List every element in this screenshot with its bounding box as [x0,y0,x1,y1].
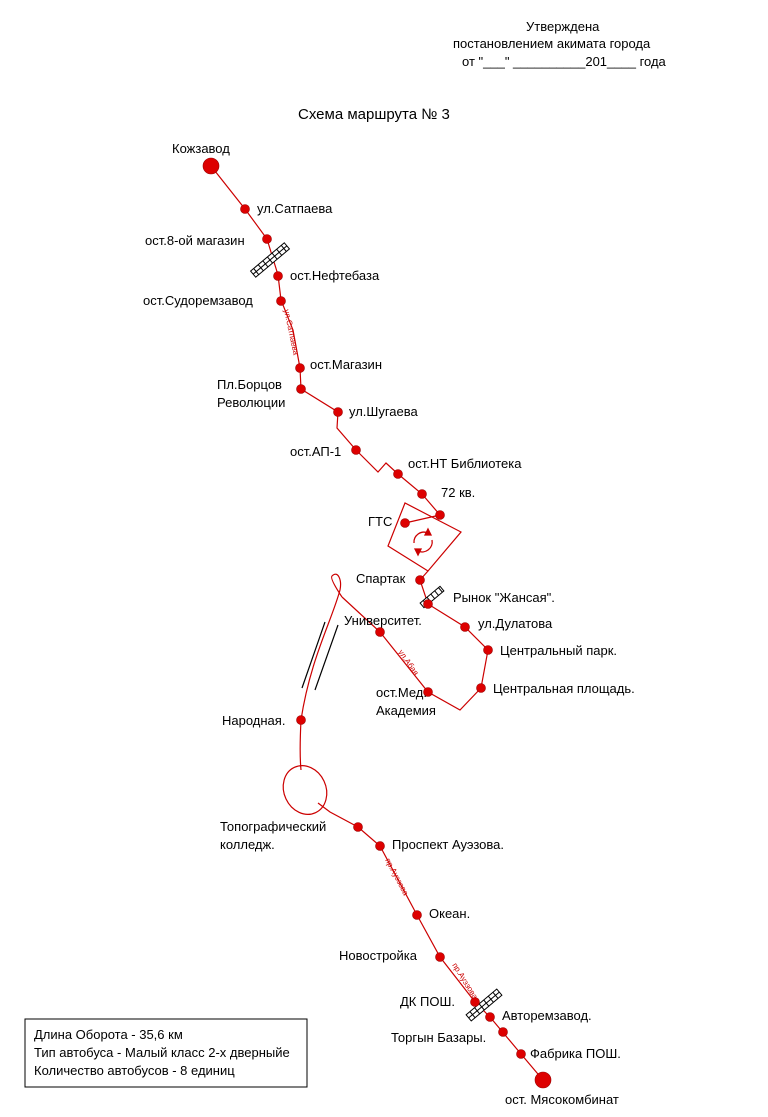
label-neftebaza: ост.Нефтебаза [290,268,380,283]
label-topo-2: колледж. [220,837,275,852]
stop-borcov [296,384,306,394]
stop-72kv-2 [435,510,445,520]
label-okean: Океан. [429,906,470,921]
label-myaso: ост. Мясокомбинат [505,1092,619,1107]
label-borcov-1: Пл.Борцов [217,377,282,392]
stop-cpark [483,645,493,655]
parallel-road [301,621,339,691]
stop-novostroika [435,952,445,962]
approval-line-1: Утверждена [526,19,600,34]
stop-avtoremzavod [485,1012,495,1022]
label-cpark: Центральный парк. [500,643,617,658]
stop-zhansaya [423,599,433,609]
stop-dulatova [460,622,470,632]
stop-72kv [417,489,427,499]
stop-magazin8 [262,234,272,244]
street-satpaeva: ул.Сатпаева [282,309,301,357]
stop-nt [393,469,403,479]
label-universitet: Университет. [344,613,422,628]
label-nt: ост.НТ Библиотека [408,456,522,471]
label-cploshad: Центральная площадь. [493,681,635,696]
label-dkposh: ДК ПОШ. [400,994,455,1009]
label-novostroika: Новостройка [339,948,418,963]
stop-cploshad [476,683,486,693]
street-abaya: ул.Абая [396,648,420,677]
label-satpaeva: ул.Сатпаева [257,201,333,216]
stop-universitet [375,627,385,637]
stop-gts [400,518,410,528]
stop-topo [353,822,363,832]
info-bus-type: Тип автобуса - Малый класс 2-х дверныйе [34,1045,290,1060]
stop-okean [412,910,422,920]
stop-shugaeva [333,407,343,417]
label-med-2: Академия [376,703,436,718]
stop-auezova [375,841,385,851]
label-72kv: 72 кв. [441,485,475,500]
info-length: Длина Оборота - 35,6 км [34,1027,183,1042]
stop-magazin [295,363,305,373]
info-bus-count: Количество автобусов - 8 единиц [34,1063,235,1078]
stop-satpaeva [240,204,250,214]
rail-crossing-3 [465,988,503,1022]
stop-narodnaya [296,715,306,725]
label-sudoremzavod: ост.Судоремзавод [143,293,253,308]
label-ap1: ост.АП-1 [290,444,341,459]
loop-arrows-icon [413,527,433,557]
label-auezova: Проспект Ауэзова. [392,837,504,852]
label-borcov-2: Революции [217,395,285,410]
label-zhansaya: Рынок "Жансая". [453,590,555,605]
stop-med [423,687,433,697]
label-narodnaya: Народная. [222,713,285,728]
label-med-1: ост.Мед. [376,685,427,700]
map-title: Схема маршрута № 3 [298,106,450,123]
route-line [210,165,544,1081]
label-dulatova: ул.Дулатова [478,616,553,631]
info-box [24,1018,308,1088]
label-gts: ГТС [368,514,392,529]
label-topo-1: Топографический [220,819,326,834]
label-avtoremzavod: Авторемзавод. [502,1008,592,1023]
rail-crossing-1 [249,242,291,278]
label-kozhzavod: Кожзавод [172,141,230,156]
label-spartak: Спартак [356,571,406,586]
stop-spartak [415,575,425,585]
approval-line-2: постановлением акимата города [453,36,651,51]
label-magazin: ост.Магазин [310,357,382,372]
street-auezova-1: пр.Ауэзова [383,857,410,898]
label-magazin8: ост.8-ой магазин [145,233,245,248]
stop-sudoremzavod [276,296,286,306]
stop-fabrika [516,1049,526,1059]
stop-neftebaza [273,271,283,281]
stop-dkposh [470,997,480,1007]
terminal-myaso [534,1071,552,1089]
stop-torgyn [498,1027,508,1037]
label-fabrika: Фабрика ПОШ. [530,1046,621,1061]
label-shugaeva: ул.Шугаева [349,404,419,419]
label-torgyn: Торгын Базары. [391,1030,486,1045]
approval-line-3: от "___" __________201____ года [462,54,667,69]
stop-ap1 [351,445,361,455]
terminal-kozhzavod [202,157,220,175]
